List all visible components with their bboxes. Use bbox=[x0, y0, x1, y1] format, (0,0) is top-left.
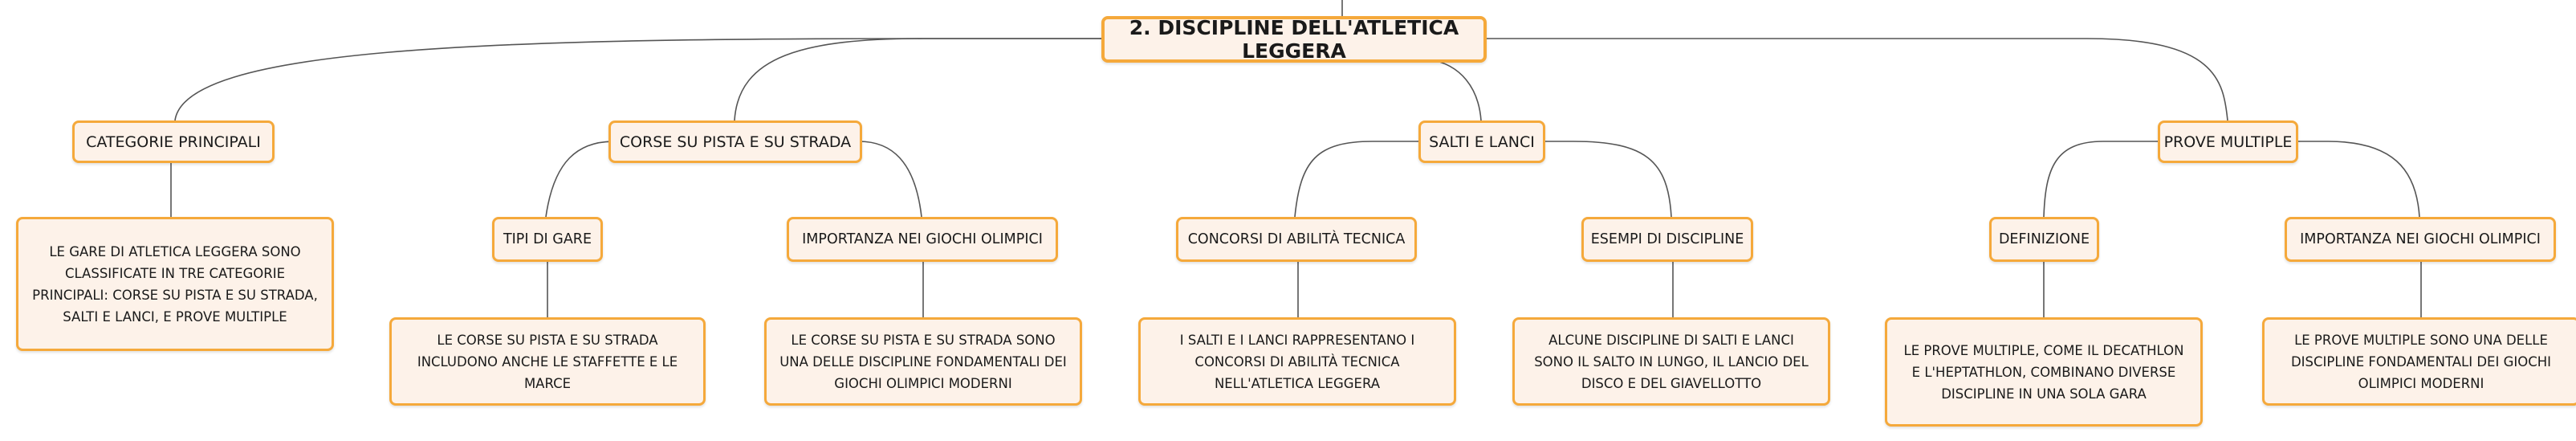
importanza-corse-node[interactable]: IMPORTANZA NEI GIOCHI OLIMPICI bbox=[787, 217, 1058, 262]
corse-node[interactable]: CORSE SU PISTA E SU STRADA bbox=[608, 120, 862, 163]
categorie-principali-label: CATEGORIE PRINCIPALI bbox=[86, 133, 261, 151]
categorie-principali-text: LE GARE DI ATLETICA LEGGERA SONO CLASSIF… bbox=[32, 243, 318, 325]
salti-lanci-node[interactable]: SALTI E LANCI bbox=[1418, 120, 1545, 163]
connector-root-corse bbox=[734, 38, 1101, 121]
importanza-prove-text: LE PROVE MULTIPLE SONO UNA DELLE DISCIPL… bbox=[2290, 332, 2552, 391]
corse-label: CORSE SU PISTA E SU STRADA bbox=[619, 133, 852, 151]
salti-lanci-label: SALTI E LANCI bbox=[1429, 133, 1535, 151]
definizione-text-node[interactable]: LE PROVE MULTIPLE, COME IL DECATHLON E L… bbox=[1885, 317, 2203, 427]
connector-salti-esempi bbox=[1543, 141, 1672, 218]
prove-multiple-node[interactable]: PROVE MULTIPLE bbox=[2158, 120, 2298, 163]
root-node[interactable]: 2. DISCIPLINE DELL'ATLETICA LEGGERA bbox=[1101, 16, 1487, 63]
root-label: 2. DISCIPLINE DELL'ATLETICA LEGGERA bbox=[1129, 16, 1459, 63]
connector-root-salti bbox=[1428, 59, 1482, 121]
importanza-prove-label: IMPORTANZA NEI GIOCHI OLIMPICI bbox=[2300, 231, 2541, 247]
connector-salti-concorsi bbox=[1294, 141, 1419, 218]
connector-corse-importanza bbox=[858, 141, 922, 218]
connector-root-categorie bbox=[174, 38, 1101, 121]
tipi-di-gare-text: LE CORSE SU PISTA E SU STRADA INCLUDONO … bbox=[417, 332, 678, 391]
importanza-corse-text-node[interactable]: LE CORSE SU PISTA E SU STRADA SONO UNA D… bbox=[764, 317, 1082, 406]
tipi-di-gare-label: TIPI DI GARE bbox=[503, 231, 592, 247]
connector-corse-tipi bbox=[545, 141, 615, 218]
definizione-node[interactable]: DEFINIZIONE bbox=[1989, 217, 2099, 262]
categorie-principali-text-node[interactable]: LE GARE DI ATLETICA LEGGERA SONO CLASSIF… bbox=[16, 217, 334, 351]
esempi-discipline-label: ESEMPI DI DISCIPLINE bbox=[1590, 231, 1744, 247]
definizione-label: DEFINIZIONE bbox=[1998, 231, 2090, 247]
esempi-discipline-text: ALCUNE DISCIPLINE DI SALTI E LANCI SONO … bbox=[1534, 332, 1809, 391]
importanza-prove-text-node[interactable]: LE PROVE MULTIPLE SONO UNA DELLE DISCIPL… bbox=[2262, 317, 2576, 406]
connector-prove-definizione bbox=[2043, 141, 2159, 218]
tipi-di-gare-node[interactable]: TIPI DI GARE bbox=[492, 217, 603, 262]
concorsi-abilita-text: I SALTI E I LANCI RAPPRESENTANO I CONCOR… bbox=[1179, 332, 1415, 391]
connector-prove-importanza bbox=[2297, 141, 2420, 218]
definizione-text: LE PROVE MULTIPLE, COME IL DECATHLON E L… bbox=[1903, 342, 2184, 402]
esempi-discipline-text-node[interactable]: ALCUNE DISCIPLINE DI SALTI E LANCI SONO … bbox=[1512, 317, 1830, 406]
concorsi-abilita-node[interactable]: CONCORSI DI ABILITÀ TECNICA bbox=[1176, 217, 1417, 262]
importanza-corse-text: LE CORSE SU PISTA E SU STRADA SONO UNA D… bbox=[779, 332, 1067, 391]
concorsi-abilita-label: CONCORSI DI ABILITÀ TECNICA bbox=[1187, 231, 1406, 247]
concorsi-abilita-text-node[interactable]: I SALTI E I LANCI RAPPRESENTANO I CONCOR… bbox=[1138, 317, 1456, 406]
categorie-principali-node[interactable]: CATEGORIE PRINCIPALI bbox=[72, 120, 275, 163]
prove-multiple-label: PROVE MULTIPLE bbox=[2163, 133, 2293, 151]
tipi-di-gare-text-node[interactable]: LE CORSE SU PISTA E SU STRADA INCLUDONO … bbox=[389, 317, 706, 406]
esempi-discipline-node[interactable]: ESEMPI DI DISCIPLINE bbox=[1581, 217, 1753, 262]
connector-root-prove bbox=[1487, 38, 2228, 121]
importanza-prove-node[interactable]: IMPORTANZA NEI GIOCHI OLIMPICI bbox=[2285, 217, 2556, 262]
importanza-corse-label: IMPORTANZA NEI GIOCHI OLIMPICI bbox=[802, 231, 1043, 247]
